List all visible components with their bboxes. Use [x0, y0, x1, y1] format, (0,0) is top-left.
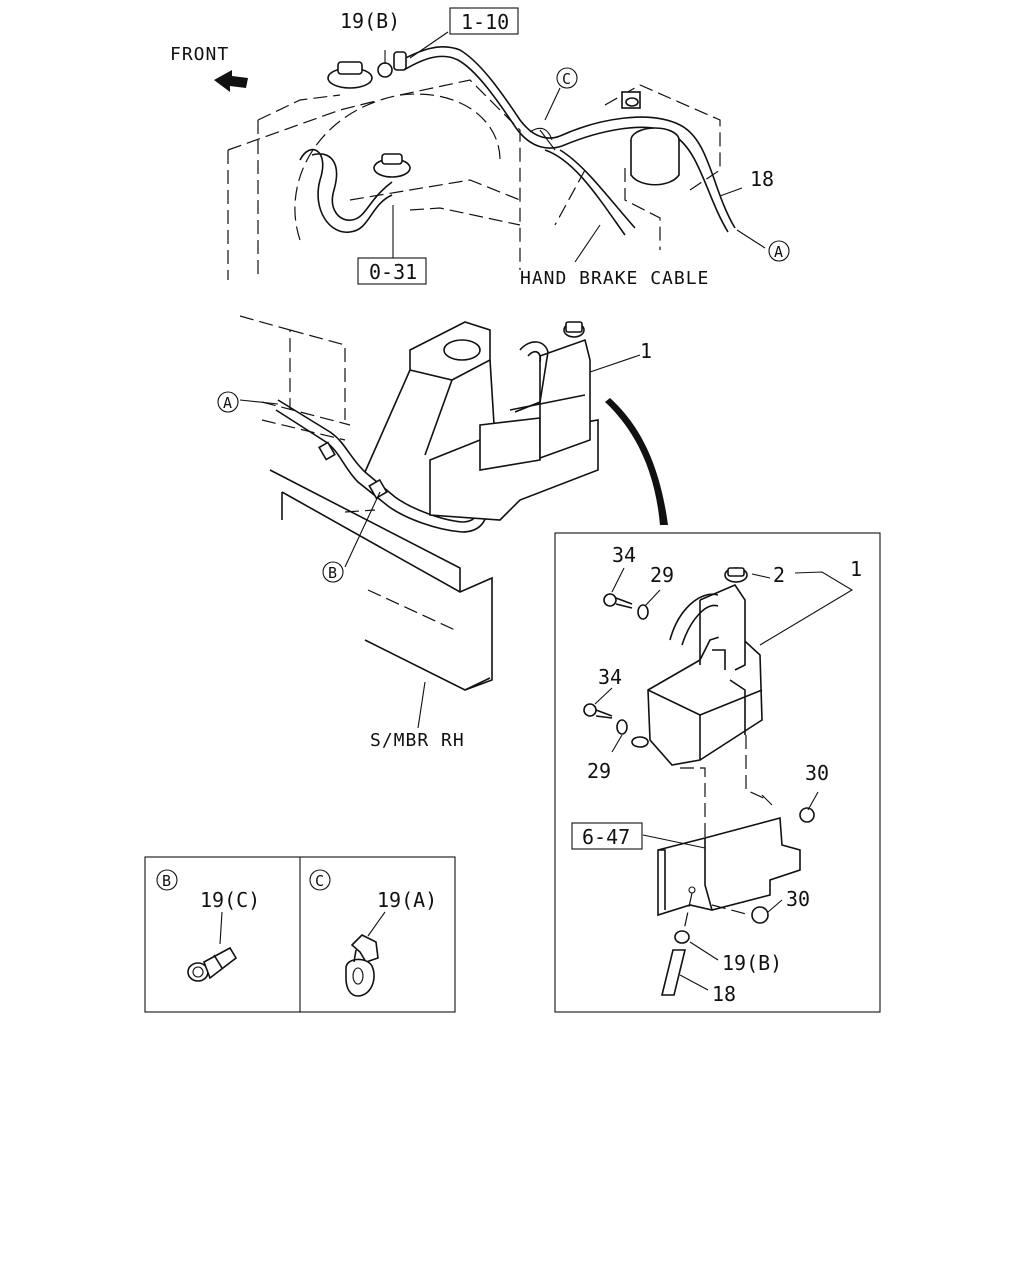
hand-brake-cable-label: HAND BRAKE CABLE [520, 268, 709, 289]
middle-assembly-view: A B 1 S/MBR RH [217, 315, 668, 751]
part-1-label-detail: 1 [850, 557, 862, 581]
part-30-label-a: 30 [805, 761, 829, 785]
callout-a-mid: A [217, 391, 239, 413]
part-34-label-b: 34 [598, 665, 622, 689]
top-assembly-view: FRONT [170, 7, 790, 289]
clip-19c-drawing [187, 946, 238, 982]
part-29-label-a: 29 [650, 563, 674, 587]
part-2-label: 2 [773, 563, 785, 587]
svg-text:B: B [162, 872, 171, 890]
exploded-detail-view: 6-47 34 29 2 1 34 29 30 30 19(B) 18 [554, 532, 881, 1013]
clip-19a-drawing [345, 934, 379, 997]
ref-0-31-label: 0-31 [369, 260, 417, 284]
svg-text:A: A [223, 394, 232, 412]
part-34-label-a: 34 [612, 543, 636, 567]
part-18-label-detail: 18 [712, 982, 736, 1006]
callout-b-inset: B [156, 869, 178, 891]
svg-text:B: B [328, 564, 337, 582]
part-19b-label-detail: 19(B) [722, 951, 782, 975]
s-mbr-rh-label: S/MBR RH [370, 730, 465, 751]
ref-box-1-10 [449, 7, 519, 35]
callout-b-mid: B [322, 561, 344, 583]
clip-insets: B 19(C) C 19(A) [144, 856, 456, 1013]
part-1-label-mid: 1 [640, 339, 652, 363]
front-label: FRONT [170, 44, 229, 65]
detail-frame [554, 532, 881, 1013]
ref-6-47-label: 6-47 [582, 825, 630, 849]
part-19a-label: 19(A) [377, 888, 437, 912]
svg-text:A: A [774, 243, 783, 261]
part-18-label-top: 18 [750, 167, 774, 191]
part-30-label-b: 30 [786, 887, 810, 911]
ref-box-0-31 [357, 257, 427, 285]
front-arrow-icon [214, 70, 248, 92]
ref-box-6-47 [571, 822, 643, 850]
part-19c-label: 19(C) [200, 888, 260, 912]
callout-a-top: A [768, 240, 790, 262]
callout-c-top: C [556, 67, 578, 89]
callout-c-inset: C [309, 869, 331, 891]
part-29-label-b: 29 [587, 759, 611, 783]
part-19b-label-top: 19(B) [340, 9, 400, 33]
svg-text:C: C [315, 872, 324, 890]
ref-1-10-label: 1-10 [461, 10, 509, 34]
svg-text:C: C [562, 70, 571, 88]
